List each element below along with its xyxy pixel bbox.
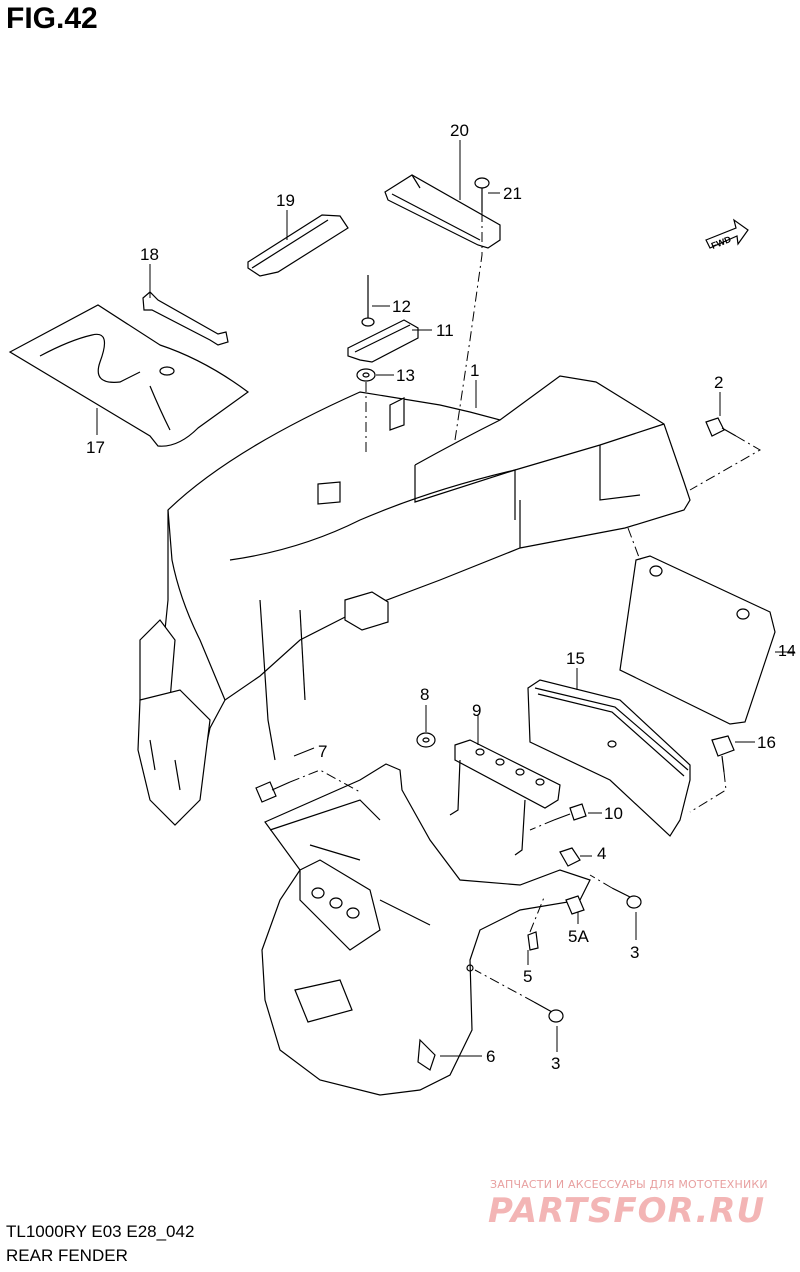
callout-14: 14 [778,643,796,660]
callout-21: 21 [503,184,522,203]
part-17-seat-sheet[interactable] [8,304,250,447]
part-8-nut[interactable] [416,732,436,748]
part-20-bracket[interactable] [384,174,501,249]
callout-20: 20 [450,121,469,140]
callout-6: 6 [486,1047,495,1066]
watermark-logo: PARTSFOR.RU [488,1191,766,1231]
part-11-clip[interactable] [347,319,419,363]
part-12-pin[interactable] [361,275,375,327]
part-2-bolt[interactable] [705,417,737,437]
callout-5: 5 [523,967,532,986]
part-7-bolt[interactable] [255,781,291,803]
part-16-bolt[interactable] [711,735,735,773]
part-4-clip[interactable] [559,847,581,867]
part-13-washer[interactable] [356,368,376,382]
callout-2: 2 [714,373,723,392]
assembly-lines [289,212,761,1003]
section-name: REAR FENDER [6,1246,128,1265]
callout-13: 13 [396,366,415,385]
callout-5a: 5A [568,927,589,946]
part-1-rear-fender-body[interactable] [137,375,691,826]
watermark-caption: ЗАПЧАСТИ И АКСЕССУАРЫ ДЛЯ МОТОТЕХНИКИ [490,1178,768,1191]
part-6-lower-fender[interactable] [261,763,591,1096]
part-3-screw-lower[interactable] [533,1001,564,1023]
callout-3a: 3 [630,943,639,962]
callout-15: 15 [566,649,585,668]
part-9-license-bracket[interactable] [449,739,561,856]
part-19-strap[interactable] [247,214,349,277]
callout-11: 11 [436,321,454,340]
forward-label: FWD [710,234,733,251]
part-18-wrench[interactable] [142,291,229,346]
leader-lines [96,140,795,1057]
figure-title: FIG.42 [6,2,98,35]
callout-18: 18 [140,245,159,264]
callout-3b: 3 [551,1054,560,1073]
forward-direction-badge: FWD [705,218,749,251]
callout-17: 17 [86,438,105,457]
callout-7: 7 [318,742,327,761]
callout-9: 9 [472,701,481,720]
model-code: TL1000RY E03 E28_042 [6,1222,195,1241]
callout-12: 12 [392,297,411,316]
part-5-rivet[interactable] [527,931,539,951]
callout-labels: 1 2 3 3 4 5 5A 6 7 8 9 10 11 12 13 14 15… [86,121,796,1073]
callout-1: 1 [470,361,479,380]
part-14-side-cover[interactable] [619,555,776,725]
callout-16: 16 [757,733,776,752]
callout-8: 8 [420,685,429,704]
part-21-screw[interactable] [474,177,490,212]
part-10-bolt[interactable] [553,803,587,821]
part-3-screw-upper[interactable] [611,887,642,909]
callout-4: 4 [597,844,606,863]
callout-19: 19 [276,191,295,210]
part-5a-nut[interactable] [565,895,585,915]
callout-10: 10 [604,804,623,823]
part-15-trim[interactable] [527,679,691,837]
